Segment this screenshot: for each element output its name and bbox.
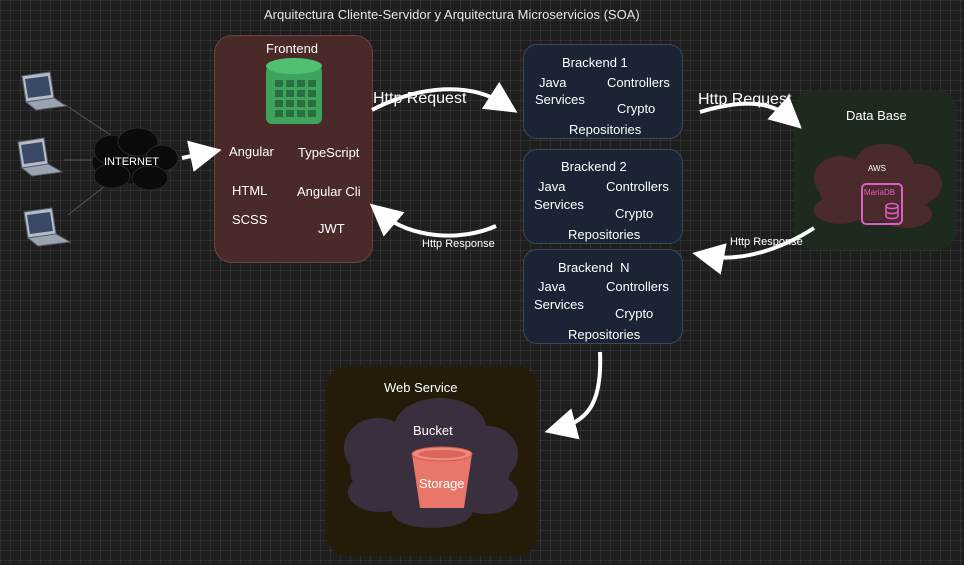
http-response-label-2: Http Response: [730, 236, 803, 248]
backend-n-services: Services: [534, 297, 584, 312]
laptop-icon: [23, 207, 72, 247]
backend-1-controllers: Controllers: [607, 75, 670, 90]
laptop-icon: [17, 137, 64, 177]
diagram-title: Arquitectura Cliente-Servidor y Arquitec…: [264, 7, 640, 22]
backend-1-java: Java: [539, 75, 567, 90]
backend-2-title: Brackend 2: [561, 159, 627, 174]
frontend-title: Frontend: [266, 41, 319, 56]
backend-1-crypto: Crypto: [617, 101, 656, 116]
backend-1-repositories: Repositories: [569, 122, 642, 137]
backend-2-java: Java: [538, 179, 566, 194]
database-title: Data Base: [846, 108, 907, 123]
http-request-label-1: Http Request: [373, 90, 467, 107]
arrow-http-response-backend: [692, 226, 816, 275]
internet-label: INTERNET: [104, 156, 159, 168]
arrow-backend-webservice: [544, 351, 603, 440]
bucket-label: Bucket: [413, 423, 453, 438]
http-request-label-2: Http Request: [698, 91, 792, 108]
backend-n-controllers: Controllers: [606, 279, 669, 294]
backend-n-title: Brackend N: [558, 260, 630, 275]
backend-n-crypto: Crypto: [615, 306, 654, 321]
backend-2-container[interactable]: [523, 149, 683, 244]
tech-scss: SCSS: [232, 212, 268, 227]
backend-1-container[interactable]: [523, 44, 683, 139]
arrow-http-response-frontend: [369, 203, 497, 238]
arrow-internet-frontend: [181, 140, 222, 172]
backend-2-controllers: Controllers: [606, 179, 669, 194]
tech-jwt: JWT: [318, 221, 345, 236]
backend-2-services: Services: [534, 197, 584, 212]
backend-1-title: Brackend 1: [562, 55, 628, 70]
backend-2-crypto: Crypto: [615, 206, 654, 221]
backend-n-repositories: Repositories: [568, 327, 641, 342]
arrow-http-request-backend: [371, 81, 518, 113]
http-response-label-1: Http Response: [422, 238, 495, 250]
mariadb-label: MariaDB: [864, 188, 896, 197]
backend-n-container[interactable]: [523, 249, 683, 344]
backend-2-repositories: Repositories: [568, 227, 641, 242]
tech-angular: Angular: [229, 144, 274, 159]
backend-n-java: Java: [538, 279, 566, 294]
aws-label: AWS: [868, 164, 886, 173]
tech-angular-cli: Angular Cli: [297, 184, 361, 199]
tech-html: HTML: [232, 183, 268, 198]
tech-typescript: TypeScript: [298, 145, 360, 160]
arrow-http-request-db: [699, 95, 802, 129]
laptop-icon: [21, 71, 68, 111]
webservice-title: Web Service: [384, 380, 458, 395]
backend-1-services: Services: [535, 92, 585, 107]
storage-label: Storage: [419, 476, 465, 491]
